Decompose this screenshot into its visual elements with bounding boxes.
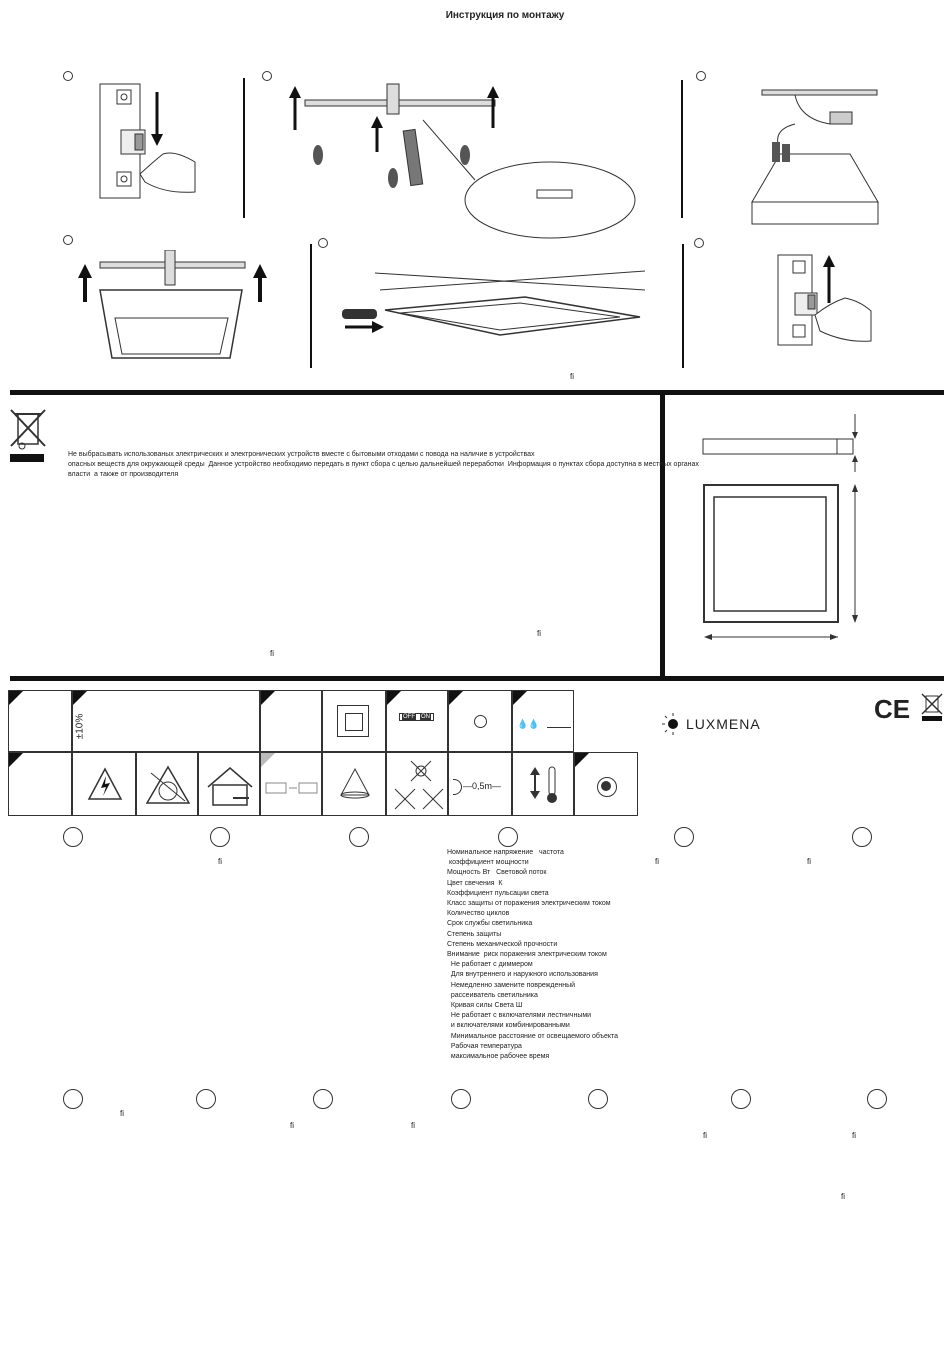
icon-cell — [260, 690, 322, 752]
icon-cell — [8, 752, 72, 816]
language-marker — [451, 1089, 471, 1109]
step-marker — [63, 71, 73, 81]
step-marker — [318, 238, 328, 248]
dimension-drawing — [700, 412, 865, 647]
spec-line: Кривая силы Света Ш — [447, 1002, 523, 1010]
sun-icon — [662, 713, 678, 735]
divider — [243, 78, 245, 218]
protection-class-icon — [322, 690, 386, 752]
breaker-on-illustration — [775, 253, 875, 348]
step-marker — [694, 238, 704, 248]
indoor-use-icon — [198, 752, 260, 816]
glyph: ﬁ — [290, 1121, 294, 1130]
spec-line: рассеиватель светильника — [447, 991, 538, 999]
off-label: OFF — [402, 714, 416, 720]
glyph: ﬁ — [411, 1121, 415, 1130]
language-marker — [498, 827, 518, 847]
spec-line: Внимание риск поражения электрическим то… — [447, 951, 607, 959]
glyph: ﬁ — [852, 1131, 856, 1140]
beam-curve-icon — [322, 752, 386, 816]
spec-line: максимальное рабочее время — [447, 1053, 550, 1061]
language-marker — [196, 1089, 216, 1109]
mounting-rail-illustration — [285, 80, 645, 240]
spec-line: Не работает с диммером — [447, 961, 533, 969]
ce-mark: CE — [874, 694, 911, 724]
section-divider — [10, 676, 944, 681]
spec-line: Не работает с включателями лестничными — [447, 1012, 592, 1020]
glyph: ﬁ — [807, 857, 811, 866]
spec-line: Минимальное расстояние от освещаемого об… — [447, 1032, 619, 1040]
disposal-text-3: власти а также от производителя — [68, 471, 179, 478]
screw-fixture-illustration — [340, 265, 655, 345]
max-operating-time-icon — [574, 752, 638, 816]
language-marker — [63, 1089, 83, 1109]
spec-line: Для внутреннего и наружного использовани… — [447, 971, 598, 979]
spec-line: Немедленно замените поврежденный — [447, 981, 576, 989]
ip-rating-icon: 💧💧 — [512, 690, 574, 752]
no-dimmer-icon — [136, 752, 198, 816]
spec-line: и включателями комбинированными — [447, 1022, 570, 1030]
language-marker — [674, 827, 694, 847]
page-title: Инструкция по монтажу — [445, 10, 565, 21]
tolerance-label: ±10% — [74, 713, 86, 740]
language-marker — [852, 827, 872, 847]
glyph: ﬁ — [270, 649, 274, 658]
breaker-off-illustration — [95, 82, 210, 200]
divider — [310, 244, 312, 368]
on-label: ON — [420, 714, 431, 720]
temperature-icon — [512, 752, 574, 816]
divider — [681, 80, 683, 218]
wiring-illustration — [750, 84, 885, 229]
distance-label: 0,5m — [472, 781, 493, 791]
language-marker — [313, 1089, 333, 1109]
section-divider — [10, 390, 944, 395]
language-marker — [588, 1089, 608, 1109]
step-marker — [63, 235, 73, 245]
brand-name: LUXMENA — [686, 716, 761, 732]
language-marker — [867, 1089, 887, 1109]
spec-line: Цвет свечения К — [447, 879, 503, 887]
glyph: ﬁ — [703, 1131, 707, 1140]
spec-line: Степень механической прочности — [447, 940, 558, 948]
spec-line: Срок службы светильника — [447, 920, 533, 928]
glyph: ﬁ — [537, 629, 541, 638]
glyph: ﬁ — [570, 372, 574, 381]
spec-line: Мощность Вт Световой поток — [447, 869, 547, 877]
spec-line: коэффициент мощности — [447, 859, 529, 867]
icon-cell — [8, 690, 72, 752]
disposal-text-1: Не выбрасывать использованых электрическ… — [68, 451, 535, 458]
weee-small-icon — [920, 692, 944, 722]
language-marker — [349, 827, 369, 847]
spec-line: Рабочая температура — [447, 1042, 522, 1050]
spec-line: Количество циклов — [447, 910, 510, 918]
disposal-text-2: опасных веществ для окружающей среды Дан… — [68, 461, 699, 468]
glyph: ﬁ — [120, 1109, 124, 1118]
specifications-list: Номинальное напряжение частота коэффицие… — [447, 848, 618, 1062]
attach-fixture-illustration — [70, 250, 275, 362]
shock-warning-icon — [72, 752, 136, 816]
language-marker — [63, 827, 83, 847]
replace-diffuser-icon — [260, 752, 322, 816]
lifetime-clock-icon — [448, 690, 512, 752]
spec-line: Класс защиты от поражения электрическим … — [447, 900, 611, 908]
weee-bin-icon — [8, 408, 48, 464]
min-distance-icon: —0,5m— — [448, 752, 512, 816]
spec-line: Номинальное напряжение частота — [447, 849, 564, 856]
icon-cell: ±10% — [72, 690, 260, 752]
no-staircase-switch-icon — [386, 752, 448, 816]
glyph: ﬁ — [218, 857, 222, 866]
glyph: ﬁ — [655, 857, 659, 866]
step-marker — [696, 71, 706, 81]
glyph: ﬁ — [841, 1192, 845, 1201]
spec-line: Степень защиты — [447, 930, 502, 938]
language-marker — [731, 1089, 751, 1109]
spec-line: Коэффициент пульсации света — [447, 889, 549, 897]
language-marker — [210, 827, 230, 847]
divider — [682, 244, 684, 368]
section-divider — [660, 395, 665, 678]
step-marker — [262, 71, 272, 81]
switch-cycles-icon: OFF ON — [386, 690, 448, 752]
brand-logo: LUXMENA — [662, 713, 761, 735]
